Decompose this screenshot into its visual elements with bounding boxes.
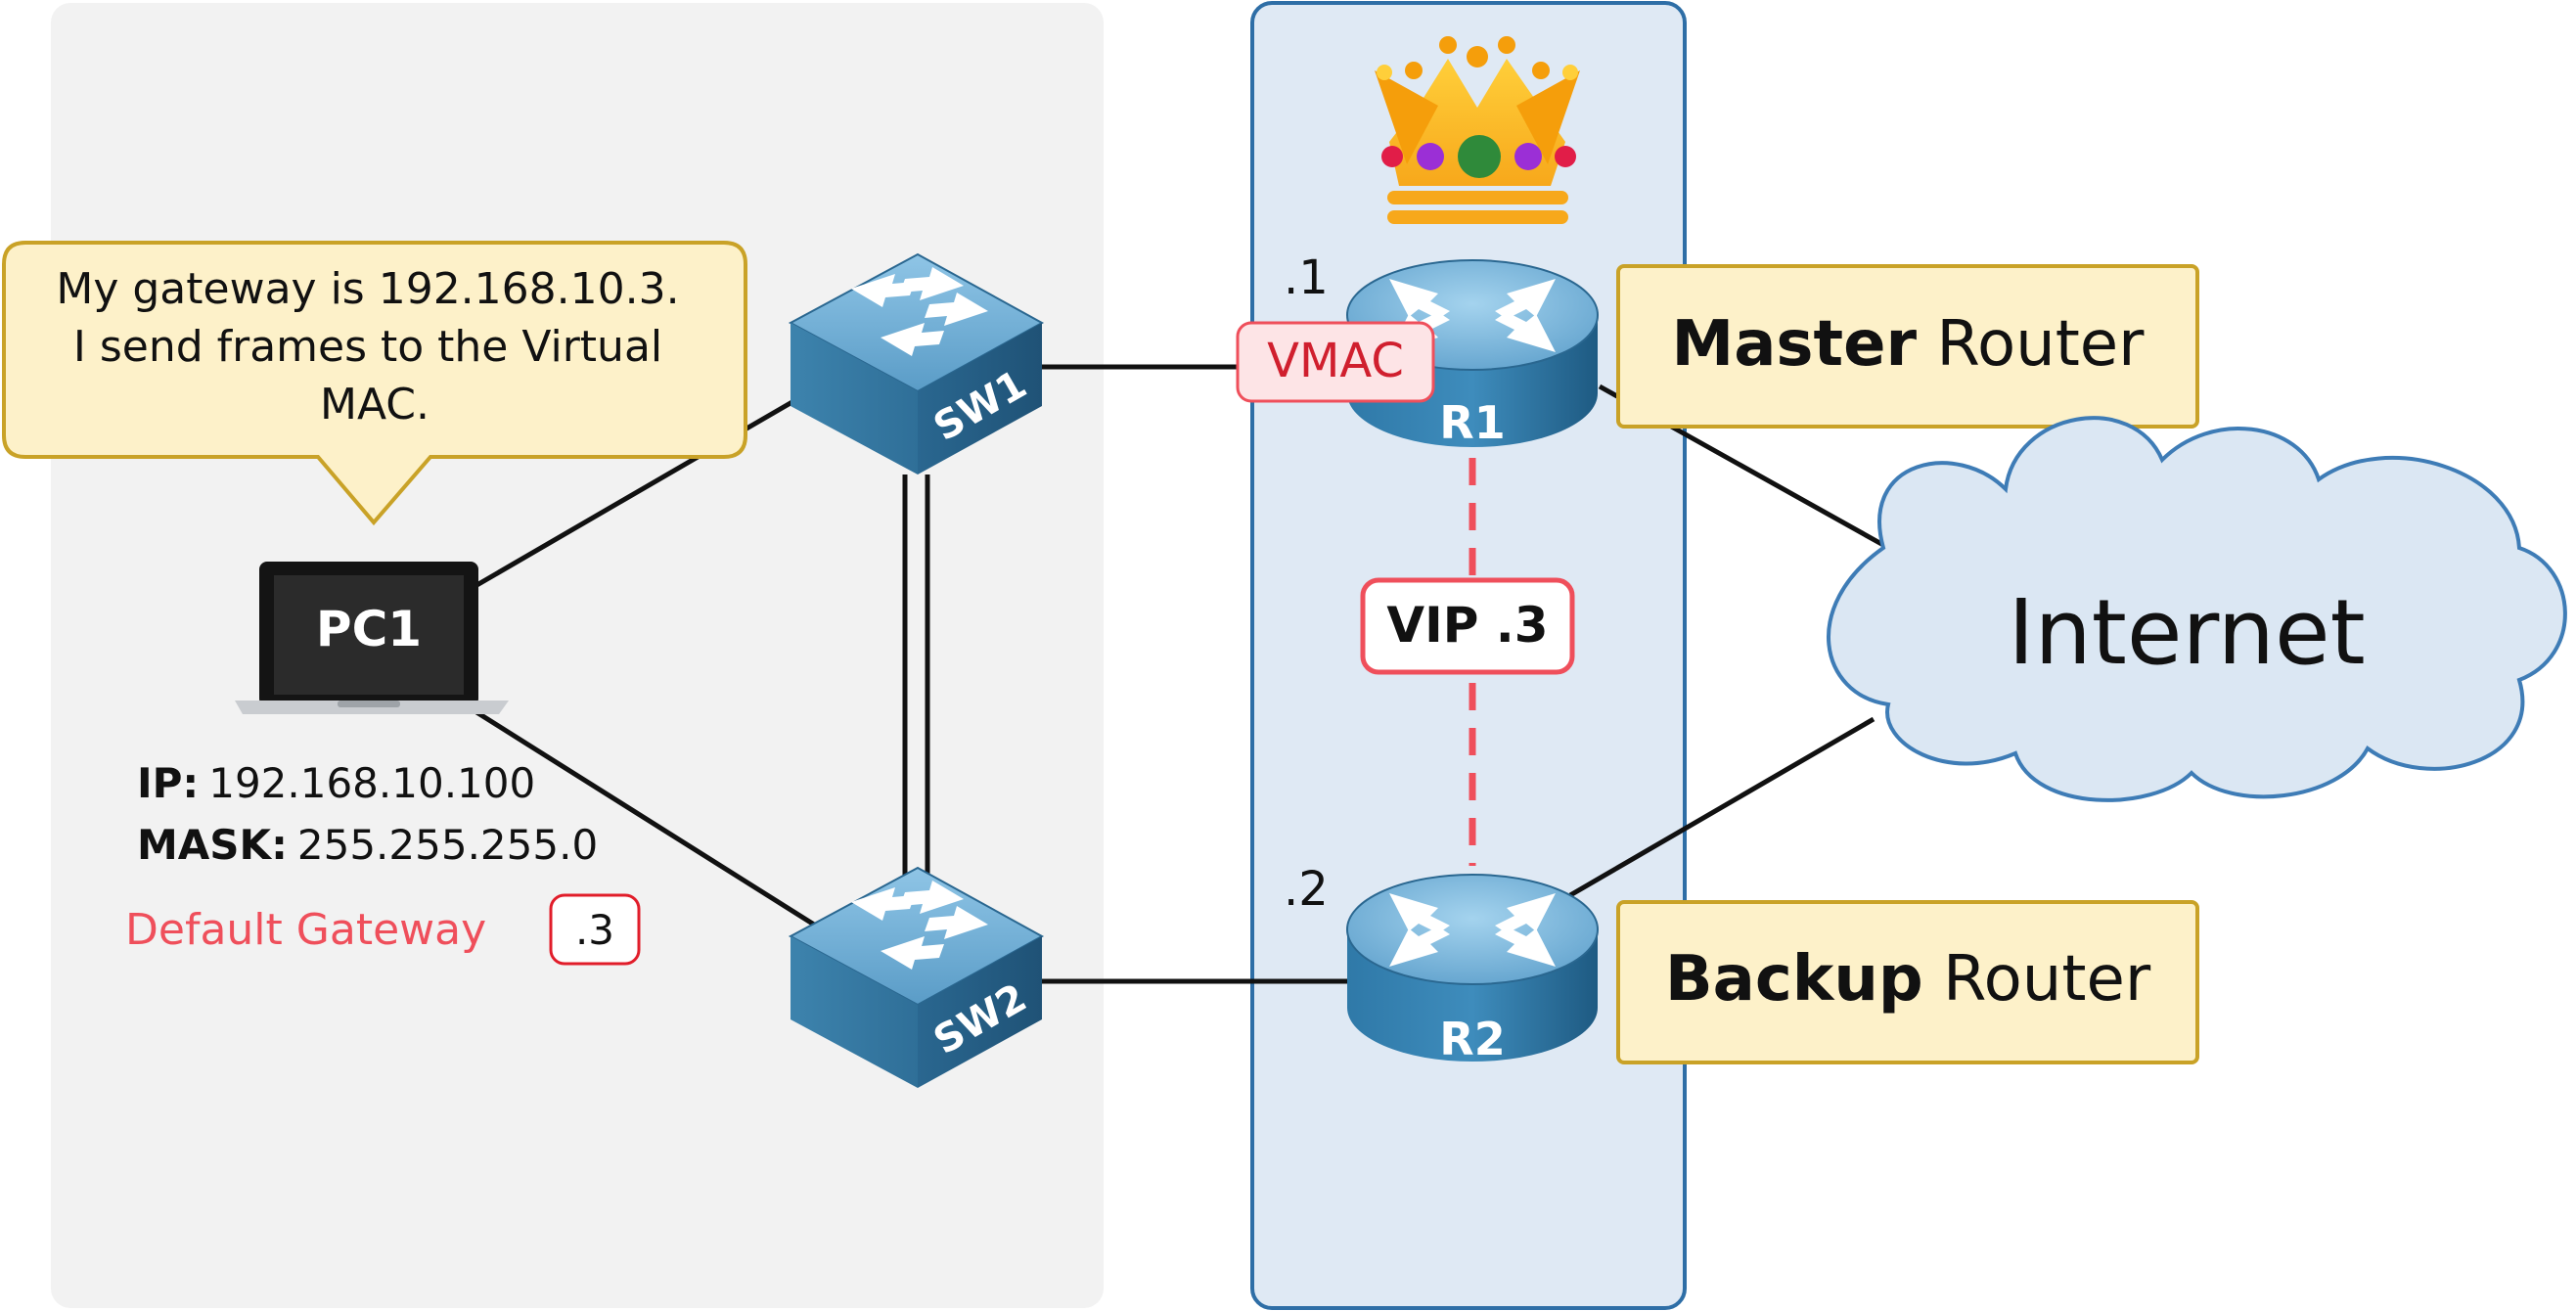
r2-label: R2 (1439, 1013, 1505, 1065)
pc1-laptop-icon: PC1 (235, 562, 509, 714)
mask-label: MASK: (137, 821, 288, 869)
svg-text:My gateway is 192.168.10.3.: My gateway is 192.168.10.3. I send frame… (56, 264, 693, 429)
ip-value: 192.168.10.100 (208, 759, 535, 807)
backup-router-callout: Backup Router (1616, 900, 2199, 1064)
backup-rest: Router (1923, 943, 2151, 1016)
vip-tag: VIP .3 (1360, 577, 1575, 675)
link-r2-internet (1568, 716, 1876, 898)
default-gateway-label: Default Gateway (125, 905, 486, 955)
pc1-label: PC1 (316, 601, 422, 657)
crown-icon (1375, 36, 1580, 224)
gateway-value-box (549, 893, 641, 966)
svg-text:Backup Router: Backup Router (1665, 943, 2151, 1016)
lan-zone (51, 3, 1104, 1308)
vmac-label: VMAC (1267, 334, 1404, 388)
speech-line-1: My gateway is 192.168.10.3. (56, 264, 679, 314)
master-rest: Router (1917, 308, 2145, 381)
svg-text:Master Router: Master Router (1672, 308, 2146, 381)
ip-label: IP: (137, 759, 199, 807)
master-router-callout: Master Router (1616, 264, 2199, 429)
gateway-value: .3 (575, 906, 614, 954)
r2-address: .2 (1284, 862, 1329, 917)
svg-text:MASK:255.255.255.0: MASK:255.255.255.0 (137, 821, 598, 869)
r1-address: .1 (1284, 250, 1329, 305)
speech-line-2: I send frames to the Virtual (73, 322, 662, 372)
vip-label: VIP .3 (1386, 597, 1548, 654)
link-pc1-sw2 (472, 707, 824, 932)
links (472, 364, 1885, 984)
internet-label: Internet (2008, 580, 2365, 685)
vmac-tag: VMAC (1236, 321, 1435, 403)
internet-cloud-icon: Internet (1827, 416, 2567, 802)
mask-value: 255.255.255.0 (297, 821, 598, 869)
r1-label: R1 (1439, 396, 1505, 449)
svg-text:IP:192.168.10.100: IP:192.168.10.100 (137, 759, 535, 807)
backup-bold: Backup (1665, 943, 1923, 1016)
r2-router-icon: R2 (1346, 874, 1599, 1065)
pc1-speech-bubble: My gateway is 192.168.10.3. I send frame… (2, 241, 747, 526)
master-bold: Master (1672, 308, 1918, 381)
speech-line-3: MAC. (320, 380, 429, 429)
pc1-info: IP:192.168.10.100 MASK:255.255.255.0 Def… (125, 759, 641, 966)
